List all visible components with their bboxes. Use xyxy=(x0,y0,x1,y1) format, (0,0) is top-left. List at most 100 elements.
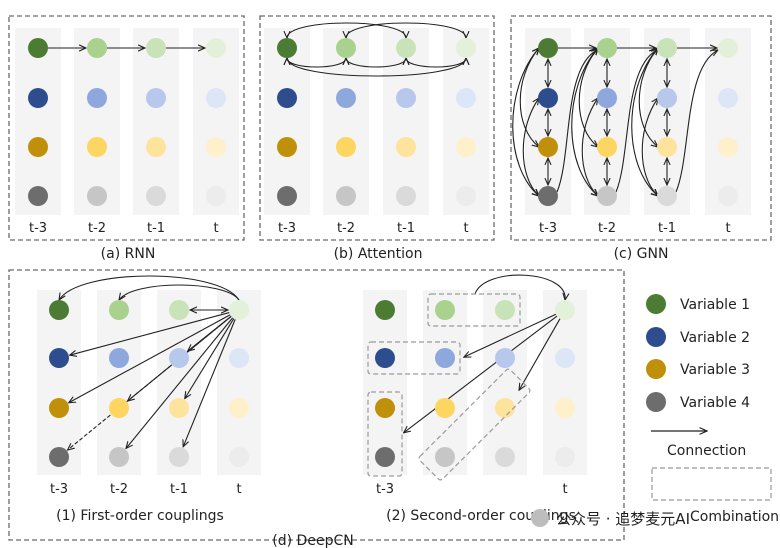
connection-arrow xyxy=(183,319,236,447)
connection-arrow xyxy=(126,317,234,449)
legend-label-variable-3: Variable 3 xyxy=(680,362,750,378)
time-column-bg xyxy=(133,28,179,215)
connection-arrow xyxy=(556,50,597,193)
combination-box-diagonal xyxy=(418,368,531,481)
time-column-bg xyxy=(157,290,201,475)
tick-label: t-1 xyxy=(397,221,415,236)
caption-rnn: (a) RNN xyxy=(101,246,156,262)
variable-4-node xyxy=(657,186,677,206)
variable-2-node xyxy=(555,348,575,368)
variable-4-node xyxy=(206,186,226,206)
panel-gnn-frame xyxy=(510,15,772,241)
variable-2-node xyxy=(28,88,48,108)
variable-1-node xyxy=(206,38,226,58)
variable-1-node xyxy=(146,38,166,58)
first-order-ticks: t-3 t-2 t-1 t xyxy=(50,482,242,497)
combination-box-v3v4 xyxy=(367,391,403,477)
time-column-bg xyxy=(74,28,120,215)
variable-4-node xyxy=(146,186,166,206)
tick-label: t-2 xyxy=(88,221,106,236)
watermark-text: 公众号 · 追梦麦元AI xyxy=(556,510,690,528)
connection-arrow xyxy=(571,48,598,196)
variable-4-node xyxy=(109,447,129,467)
variable-2-node xyxy=(49,348,69,368)
variable-3-node xyxy=(396,137,416,157)
legend: Variable 1 Variable 2 Variable 3 Variabl… xyxy=(646,294,779,525)
caption-attention: (b) Attention xyxy=(334,246,423,262)
tick-label: t-3 xyxy=(376,482,394,497)
variable-3-node xyxy=(336,137,356,157)
time-column-bg xyxy=(705,28,751,215)
combination-boxes xyxy=(367,293,531,481)
connection-arrow xyxy=(474,274,565,300)
variable-2-node xyxy=(718,88,738,108)
variable-1-node xyxy=(87,38,107,58)
connection-arrow xyxy=(641,98,658,196)
variable-3-node xyxy=(456,137,476,157)
panel-rnn-frame xyxy=(8,15,245,241)
variable-4-node xyxy=(277,186,297,206)
connection-arrow xyxy=(69,314,231,403)
variable-3-node xyxy=(109,398,129,418)
variable-3-node xyxy=(146,137,166,157)
variable-3-node xyxy=(538,137,558,157)
panel-deepcn-frame xyxy=(8,269,625,541)
variable-1-node xyxy=(396,38,416,58)
variable-2-node xyxy=(657,88,677,108)
variable-4-node xyxy=(435,447,455,467)
variable-1-node xyxy=(229,300,249,320)
connection-arrow xyxy=(464,313,557,357)
variable-4-node xyxy=(495,447,515,467)
connection-arrow xyxy=(59,275,240,300)
variable-2-node xyxy=(456,88,476,108)
variable-2-node xyxy=(375,348,395,368)
caption-first-order: (1) First-order couplings xyxy=(56,508,224,524)
variable-3-node xyxy=(229,398,249,418)
variable-1-node xyxy=(49,300,69,320)
combination-box-v2 xyxy=(367,341,461,375)
legend-swatch-variable-3 xyxy=(646,359,666,379)
variable-2-node xyxy=(109,348,129,368)
time-column-bg xyxy=(217,290,261,475)
tick-label: t xyxy=(725,221,730,236)
variable-4-node xyxy=(49,447,69,467)
legend-combination-swatch xyxy=(651,467,772,501)
tick-label: t-3 xyxy=(50,482,68,497)
variable-3-node xyxy=(375,398,395,418)
connection-arrow xyxy=(68,315,232,450)
connection-arrow xyxy=(581,98,598,196)
tick-label: t-2 xyxy=(110,482,128,497)
time-column-bg xyxy=(97,290,141,475)
tick-label: t-1 xyxy=(147,221,165,236)
variable-4-node xyxy=(597,186,617,206)
variable-4-node xyxy=(375,447,395,467)
connection-arrow xyxy=(287,58,466,77)
variable-4-node xyxy=(28,186,48,206)
gnn-ticks: t-3 t-2 t-1 t xyxy=(539,221,731,236)
variable-2-node xyxy=(87,88,107,108)
panel-attention-frame xyxy=(259,15,495,241)
variable-1-node xyxy=(109,300,129,320)
time-column-bg xyxy=(423,290,467,475)
variable-4-node xyxy=(718,186,738,206)
variable-1-node xyxy=(277,38,297,58)
variable-3-node xyxy=(718,137,738,157)
connection-arrow xyxy=(512,48,539,196)
watermark: 公众号 · 追梦麦元AI xyxy=(531,509,690,528)
variable-3-node xyxy=(597,137,617,157)
variable-1-node xyxy=(28,38,48,58)
tick-label: t-3 xyxy=(29,221,47,236)
variable-2-node xyxy=(277,88,297,108)
time-column-bg xyxy=(15,28,61,215)
variable-4-node xyxy=(538,186,558,206)
variable-1-node xyxy=(336,38,356,58)
tick-label: t-3 xyxy=(539,221,557,236)
connection-arrow xyxy=(519,318,561,391)
tick-label: t-2 xyxy=(598,221,616,236)
connection-arrow xyxy=(346,22,466,38)
variable-2-node xyxy=(538,88,558,108)
variable-3-node xyxy=(49,398,69,418)
variable-2-node xyxy=(396,88,416,108)
variable-3-node xyxy=(169,398,189,418)
